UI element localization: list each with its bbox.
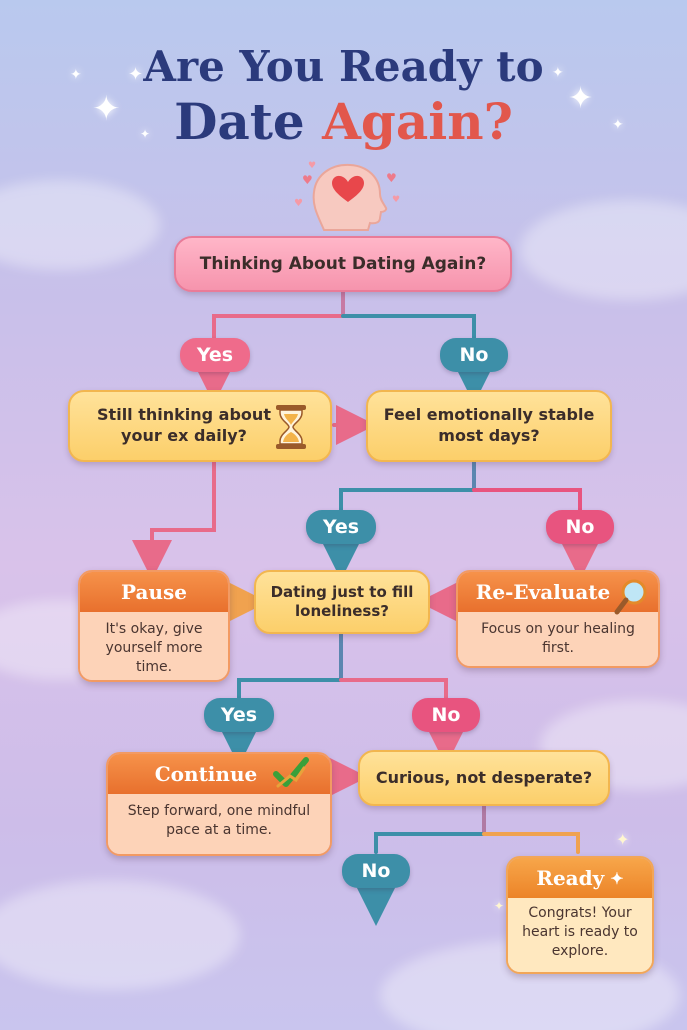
title-line-1: Are You Ready to — [143, 42, 544, 91]
sparkle-icon: ✦ — [494, 899, 505, 913]
card-body: Step forward, one mindful pace at a time… — [108, 794, 330, 854]
question-ex-daily-text: Still thinking about your ex daily? — [97, 405, 271, 445]
title-line-2-accent: Again? — [322, 92, 513, 151]
question-emotionally-stable: Feel emotionally stable most days? — [366, 390, 612, 462]
cloud — [0, 180, 160, 270]
title-line-2: Date Again? — [0, 92, 687, 151]
cloud — [520, 200, 687, 300]
sparkle-icon: ✦ — [616, 830, 630, 849]
start-node: Thinking About Dating Again? — [174, 236, 512, 292]
question-fill-loneliness: Dating just to fill loneliness? — [254, 570, 430, 634]
yes-label: Yes — [306, 510, 376, 544]
question-curious: Curious, not desperate? — [358, 750, 610, 806]
card-title: Ready✦ — [508, 858, 652, 898]
magnifying-glass-icon — [614, 579, 647, 615]
no-label: No — [546, 510, 614, 544]
sparkle-icon: ✦ — [552, 65, 564, 81]
sparkle-icon: ✦ — [612, 117, 624, 133]
no-label: No — [440, 338, 508, 372]
checkmark-icon — [273, 757, 309, 788]
sparkle-icon: ✦ — [610, 868, 624, 888]
outcome-card-ready: Ready✦ Congrats! Your heart is ready to … — [506, 856, 654, 974]
sparkle-icon: ✦ — [140, 127, 151, 141]
card-body: Congrats! Your heart is ready to explore… — [508, 898, 652, 972]
cloud — [0, 880, 240, 990]
svg-text:♥: ♥ — [392, 195, 400, 205]
svg-text:♥: ♥ — [308, 161, 316, 171]
hourglass-icon — [276, 405, 306, 449]
card-body: It's okay, give yourself more time. — [80, 612, 228, 680]
outcome-card-pause: Pause It's okay, give yourself more time… — [78, 570, 230, 682]
svg-text:♥: ♥ — [294, 198, 303, 209]
title-line-2-start: Date — [174, 92, 323, 151]
head-with-heart-icon: ♥ ♥ ♥ ♥ ♥ — [294, 161, 400, 231]
sparkle-icon: ✦ — [128, 64, 144, 85]
sparkle-icon: ✦ — [568, 81, 594, 116]
card-body: Focus on your healing first. — [458, 612, 658, 666]
yes-label: Yes — [180, 338, 250, 372]
card-title: Pause — [80, 572, 228, 612]
ready-title-text: Ready — [536, 866, 605, 890]
sparkle-icon: ✦ — [70, 67, 82, 83]
yes-label: Yes — [204, 698, 274, 732]
svg-text:♥: ♥ — [386, 171, 397, 185]
sparkle-icon: ✦ — [92, 89, 121, 129]
no-label: No — [412, 698, 480, 732]
svg-text:♥: ♥ — [302, 173, 313, 187]
no-label: No — [342, 854, 410, 888]
